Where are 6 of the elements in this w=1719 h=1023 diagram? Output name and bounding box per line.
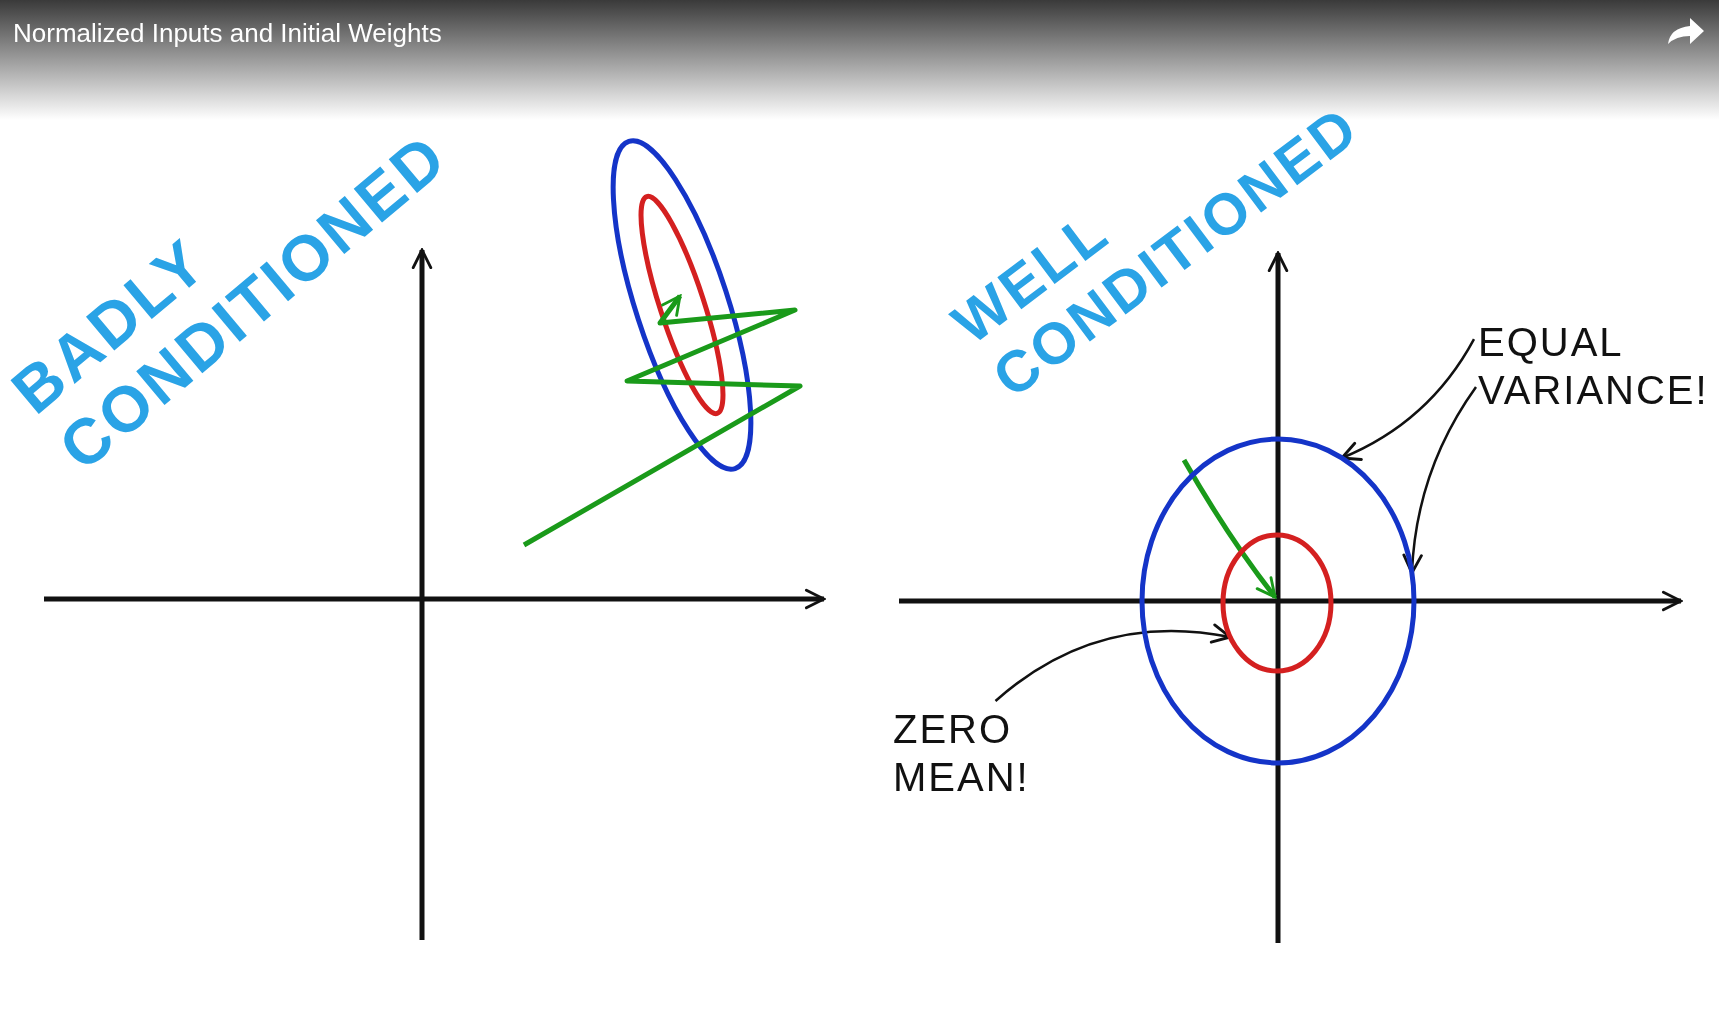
handwritten-note: EQUAL VARIANCE! xyxy=(1478,318,1709,414)
leader-line xyxy=(1340,338,1476,461)
inner-contour-circle xyxy=(1220,532,1334,674)
contour-circle xyxy=(1139,436,1417,766)
handwritten-note: ZERO MEAN! xyxy=(893,705,1030,801)
video-title: Normalized Inputs and Initial Weights xyxy=(13,18,442,49)
